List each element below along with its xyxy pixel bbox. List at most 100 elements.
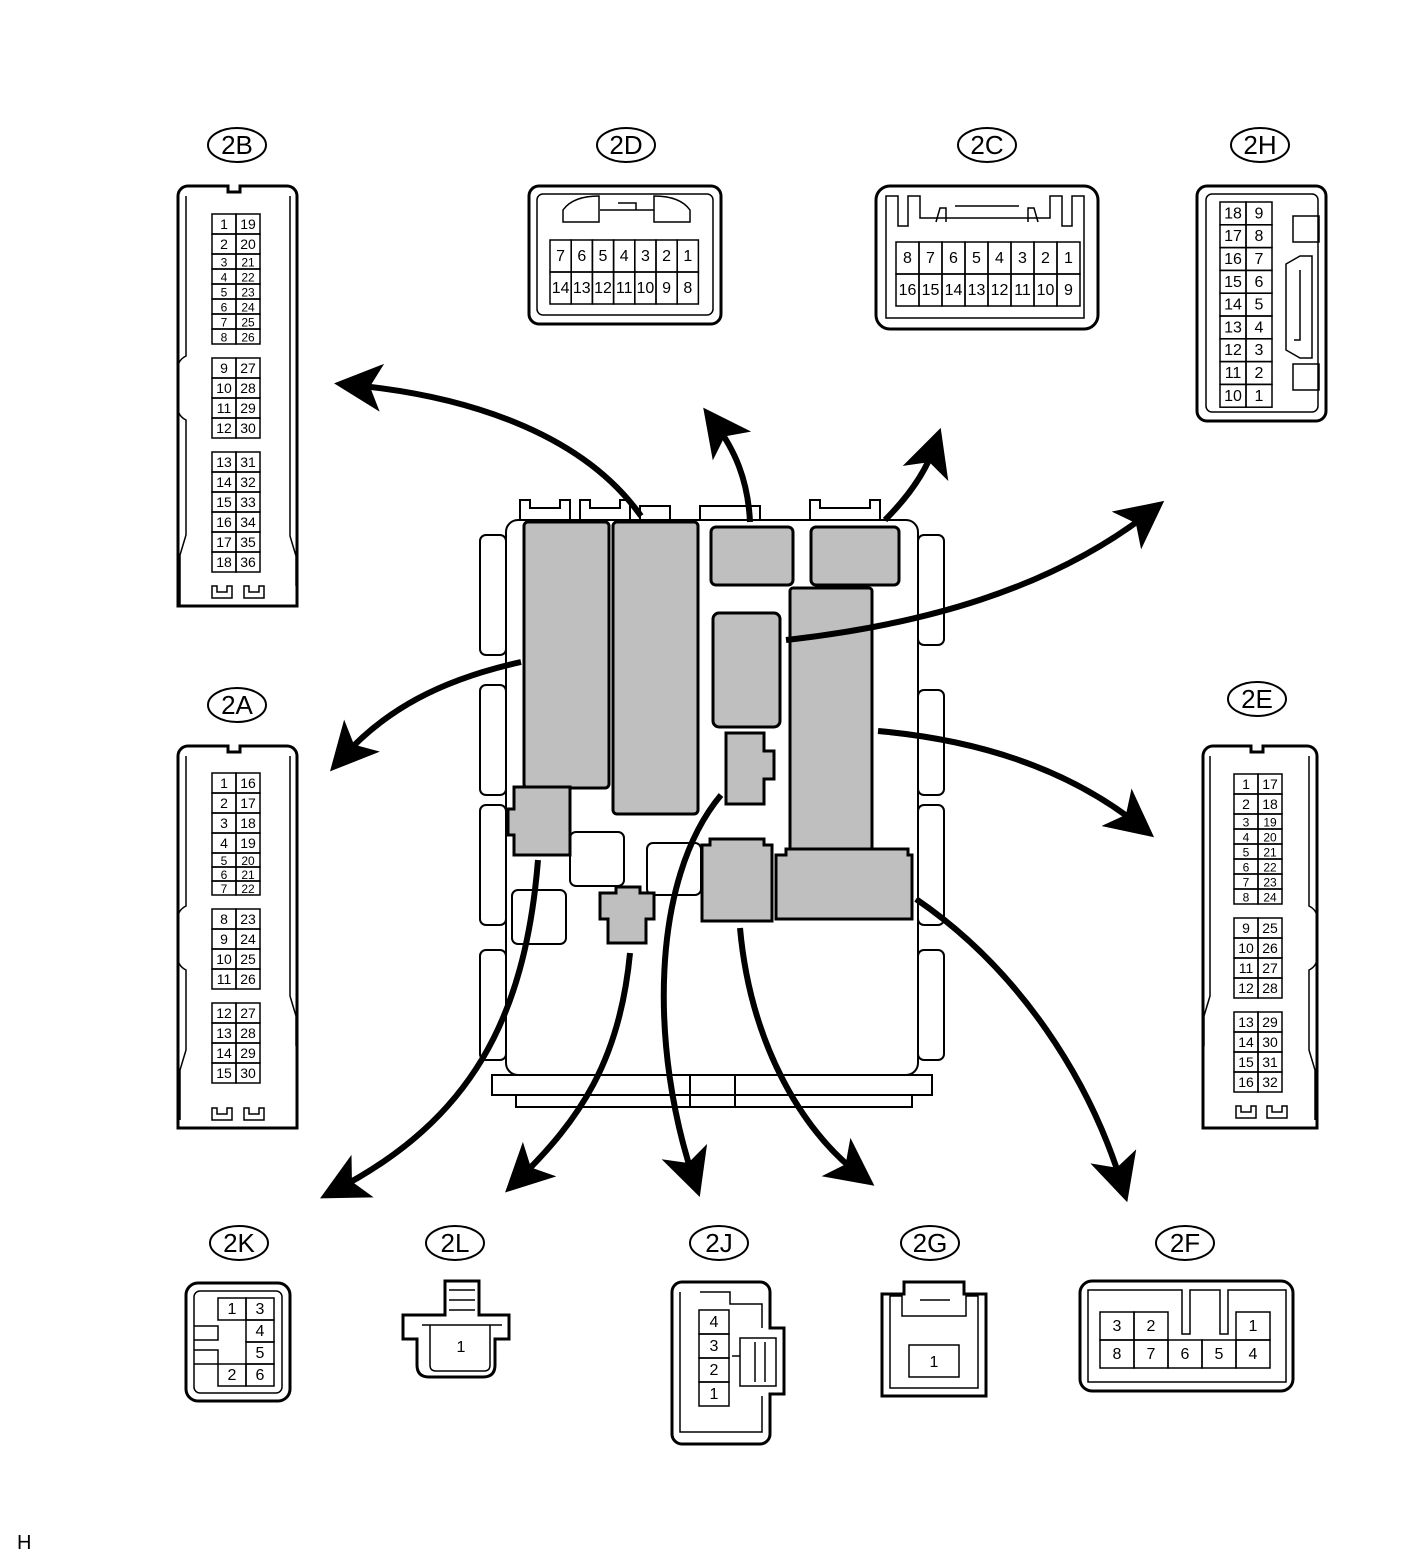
pin-2B-8: 8 xyxy=(221,331,228,345)
pin-2E-7: 7 xyxy=(1243,876,1250,890)
arrow-to-2D xyxy=(703,407,753,523)
pin-2A-12: 12 xyxy=(216,1005,232,1021)
arrow-to-2F xyxy=(914,896,1137,1203)
pin-2F-3: 3 xyxy=(1113,1318,1122,1335)
connector-label-2D: 2D xyxy=(609,130,642,160)
pin-2J-1-cell xyxy=(698,1381,730,1407)
pin-2K-5: 5 xyxy=(256,1345,265,1362)
pin-2H-2: 2 xyxy=(1255,365,1264,382)
arrow-to-2K xyxy=(320,859,541,1199)
pin-2K-1: 1 xyxy=(228,1301,237,1318)
pin-2A-10: 10 xyxy=(216,951,232,967)
pin-2B-24: 24 xyxy=(241,301,255,315)
pin-2E-10: 10 xyxy=(1238,940,1254,956)
arrow-to-2E xyxy=(877,728,1155,838)
pin-2E-15: 15 xyxy=(1238,1054,1254,1070)
pin-2H-14: 14 xyxy=(1224,297,1242,314)
arrow-to-2L xyxy=(505,952,633,1193)
connector-2G: 2G 1 xyxy=(880,1225,988,1398)
pin-2K-4: 4 xyxy=(256,1323,265,1340)
pin-2D-5: 5 xyxy=(599,248,608,265)
pin-2B-34: 34 xyxy=(240,514,256,530)
pin-2C-9-cell xyxy=(1056,273,1081,307)
pin-2C-1: 1 xyxy=(1064,250,1073,267)
pin-2D-6: 6 xyxy=(577,248,586,265)
pin-2A-20: 20 xyxy=(241,854,255,868)
pin-2F-2: 2 xyxy=(1147,1318,1156,1335)
pin-2A-19: 19 xyxy=(240,835,256,851)
pin-2E-29: 29 xyxy=(1262,1014,1278,1030)
pin-2A-16: 16 xyxy=(240,775,256,791)
pin-2B-36-cell xyxy=(235,551,261,573)
pin-2D-4: 4 xyxy=(620,248,629,265)
pin-2A-26-cell xyxy=(235,968,261,990)
pin-2F-4-cell xyxy=(1235,1339,1271,1369)
pin-2E-28: 28 xyxy=(1262,980,1278,996)
pin-2E-6: 6 xyxy=(1243,861,1250,875)
pin-2K-6: 6 xyxy=(256,1367,265,1384)
pin-2B-13: 13 xyxy=(216,454,232,470)
pin-2D-12: 12 xyxy=(594,280,612,297)
pin-2E-14: 14 xyxy=(1238,1034,1254,1050)
pin-2H-15: 15 xyxy=(1224,274,1242,291)
pin-2K-2: 2 xyxy=(228,1367,237,1384)
connection-arrows xyxy=(320,363,1165,1203)
pin-2E-31: 31 xyxy=(1262,1054,1278,1070)
pin-2E-19: 19 xyxy=(1263,816,1277,830)
pin-2C-2: 2 xyxy=(1041,250,1050,267)
pin-2A-30: 30 xyxy=(240,1065,256,1081)
pin-2B-2: 2 xyxy=(220,236,228,252)
pin-2B-30: 30 xyxy=(240,420,256,436)
pin-2A-8: 8 xyxy=(220,911,228,927)
pin-2A-26: 26 xyxy=(240,971,256,987)
pin-2E-26: 26 xyxy=(1262,940,1278,956)
pin-2A-17: 17 xyxy=(240,795,256,811)
pin-2J-1: 1 xyxy=(710,1386,719,1403)
pin-2B-28: 28 xyxy=(240,380,256,396)
pin-2B-16: 16 xyxy=(216,514,232,530)
pin-2E-3: 3 xyxy=(1243,816,1250,830)
pin-2A-29: 29 xyxy=(240,1045,256,1061)
pin-2C-6: 6 xyxy=(949,250,958,267)
pin-2B-26-cell xyxy=(235,328,261,345)
pin-2B-10: 10 xyxy=(216,380,232,396)
pin-2B-6: 6 xyxy=(221,301,228,315)
pin-2A-3: 3 xyxy=(220,815,228,831)
pin-2B-23: 23 xyxy=(241,286,255,300)
pin-2H-5: 5 xyxy=(1255,297,1264,314)
pin-2H-9: 9 xyxy=(1255,205,1264,222)
pin-2E-30: 30 xyxy=(1262,1034,1278,1050)
pin-2E-32: 32 xyxy=(1262,1074,1278,1090)
pin-2B-33: 33 xyxy=(240,494,256,510)
pin-2E-11: 11 xyxy=(1239,960,1254,976)
pin-2E-24: 24 xyxy=(1263,891,1277,905)
pin-2A-23: 23 xyxy=(240,911,256,927)
pin-2F-6: 6 xyxy=(1181,1346,1190,1363)
pin-2B-4: 4 xyxy=(221,271,228,285)
pin-2E-4: 4 xyxy=(1243,831,1250,845)
pin-2H-12: 12 xyxy=(1224,342,1242,359)
pin-2H-8: 8 xyxy=(1255,228,1264,245)
pin-2H-11: 11 xyxy=(1225,365,1242,382)
pin-2D-8-cell xyxy=(676,271,700,305)
pin-2A-25: 25 xyxy=(240,951,256,967)
pin-2D-8: 8 xyxy=(683,280,692,297)
pin-2K-3: 3 xyxy=(256,1301,265,1318)
pin-2E-27: 27 xyxy=(1262,960,1278,976)
connector-label-2A: 2A xyxy=(221,690,253,720)
pin-2A-27: 27 xyxy=(240,1005,256,1021)
pin-2E-9: 9 xyxy=(1242,920,1250,936)
pin-2C-12: 12 xyxy=(991,282,1009,299)
pin-2H-7: 7 xyxy=(1255,251,1264,268)
pin-2B-30-cell xyxy=(235,417,261,439)
corner-label: H xyxy=(17,1532,31,1554)
pin-2A-4: 4 xyxy=(220,835,228,851)
